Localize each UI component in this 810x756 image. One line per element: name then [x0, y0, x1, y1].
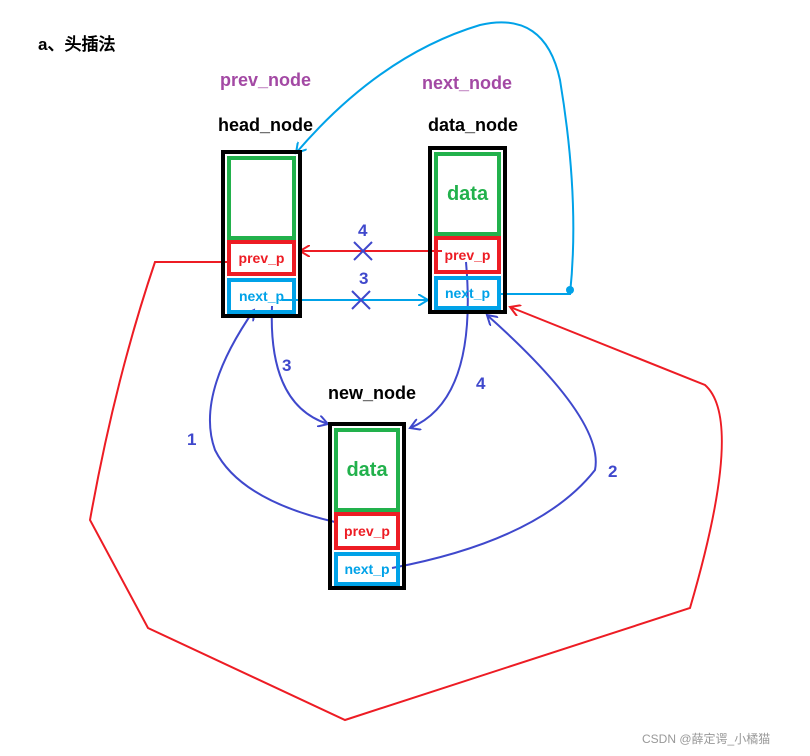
data-node-next-cell: next_p [434, 276, 501, 310]
step-4-top-label: 4 [358, 221, 368, 240]
new-node-next-label: next_p [344, 561, 390, 577]
new-node-data-cell: data [334, 428, 400, 512]
watermark: CSDN @薛定谔_小橘猫 [642, 732, 771, 746]
new-node-title: new_node [328, 383, 417, 403]
head-node-data-cell [227, 156, 296, 240]
head-node-prev-label: prev_p [238, 250, 285, 266]
step-2-label: 2 [608, 462, 618, 481]
head-node-prev-cell: prev_p [227, 240, 296, 276]
head-node-title: head_node [218, 115, 314, 135]
step-3-top-label: 3 [359, 269, 369, 288]
data-node-next-label: next_p [444, 285, 491, 301]
new-node-prev-label: prev_p [344, 523, 390, 539]
new-node-data-label: data [346, 458, 388, 481]
data-node-data-cell: data [434, 152, 501, 236]
data-node-prev-cell: prev_p [434, 236, 501, 274]
data-node-prev-label: prev_p [444, 247, 491, 263]
data-node-data-label: data [446, 182, 489, 205]
data-node-title: data_node [428, 115, 519, 135]
step-3-low-label: 3 [282, 356, 292, 375]
arrow-red-big-loop [88, 261, 723, 722]
step-1-label: 1 [187, 430, 197, 449]
data-node-box: data prev_p next_p [428, 146, 507, 314]
next-node-label: next_node [422, 73, 513, 93]
head-node-box: prev_p next_p [221, 150, 302, 318]
new-node-prev-cell: prev_p [334, 512, 400, 550]
head-node-next-cell: next_p [227, 278, 296, 314]
anchor-dot [566, 286, 574, 294]
arrow-step-3 [270, 305, 328, 424]
head-node-next-label: next_p [238, 288, 285, 304]
step-4-low-label: 4 [476, 374, 486, 393]
arrow-step-1 [208, 310, 336, 523]
prev-node-label: prev_node [220, 70, 312, 90]
new-node-next-cell: next_p [334, 552, 400, 586]
arrow-step-4 [410, 261, 469, 428]
page-title: a、头插法 [38, 35, 116, 54]
cross-mark-bottom [351, 290, 371, 310]
cross-mark-top [353, 241, 373, 261]
new-node-box: data prev_p next_p [328, 422, 406, 590]
arrow-step-2 [391, 315, 597, 569]
arrow-data-next-loop-to-head [296, 21, 575, 295]
